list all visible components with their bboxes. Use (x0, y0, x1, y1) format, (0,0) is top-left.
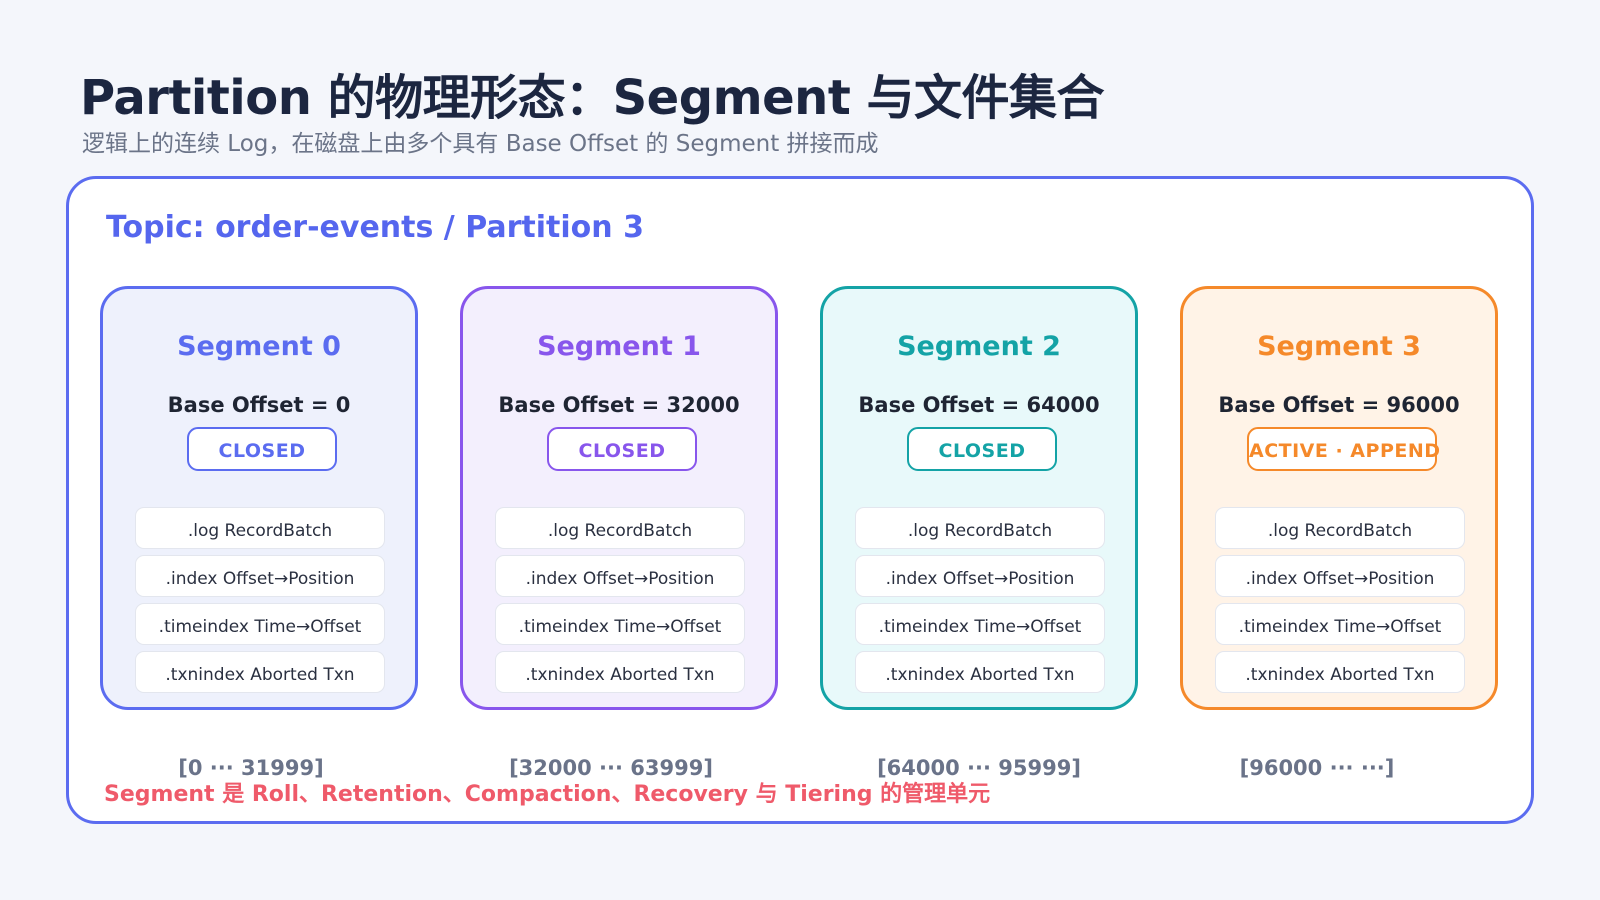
topic-title: Topic: order-events / Partition 3 (106, 210, 644, 245)
file-index: .index Offset→Position (135, 555, 385, 597)
segment-name: Segment 0 (177, 331, 341, 362)
file-timeindex: .timeindex Time→Offset (495, 603, 745, 645)
segment-card: Segment 3 Base Offset = 96000 ACTIVE · A… (1180, 286, 1498, 710)
file-log: .log RecordBatch (1215, 507, 1465, 549)
page-title: Partition 的物理形态：Segment 与文件集合 (80, 70, 1105, 126)
segment-offset-range: [0 ··· 31999] (178, 756, 324, 780)
file-log: .log RecordBatch (135, 507, 385, 549)
segment-file-list: .log RecordBatch .index Offset→Position … (855, 507, 1105, 699)
segment-card: Segment 0 Base Offset = 0 CLOSED .log Re… (100, 286, 418, 710)
segment-offset-range: [32000 ··· 63999] (509, 756, 713, 780)
segment-state-badge: CLOSED (907, 427, 1057, 471)
page-subtitle: 逻辑上的连续 Log，在磁盘上由多个具有 Base Offset 的 Segme… (82, 131, 879, 157)
file-txnindex: .txnindex Aborted Txn (495, 651, 745, 693)
segment-name: Segment 1 (537, 331, 701, 362)
segment-name: Segment 2 (897, 331, 1061, 362)
file-txnindex: .txnindex Aborted Txn (1215, 651, 1465, 693)
segment-card: Segment 1 Base Offset = 32000 CLOSED .lo… (460, 286, 778, 710)
segment-offset-range: [64000 ··· 95999] (877, 756, 1081, 780)
segment-base-offset: Base Offset = 0 (167, 393, 351, 417)
segment-file-list: .log RecordBatch .index Offset→Position … (495, 507, 745, 699)
file-index: .index Offset→Position (1215, 555, 1465, 597)
segment-card: Segment 2 Base Offset = 64000 CLOSED .lo… (820, 286, 1138, 710)
file-index: .index Offset→Position (495, 555, 745, 597)
file-txnindex: .txnindex Aborted Txn (855, 651, 1105, 693)
file-timeindex: .timeindex Time→Offset (1215, 603, 1465, 645)
footnote: Segment 是 Roll、Retention、Compaction、Reco… (104, 782, 991, 807)
file-log: .log RecordBatch (495, 507, 745, 549)
file-timeindex: .timeindex Time→Offset (135, 603, 385, 645)
segment-file-list: .log RecordBatch .index Offset→Position … (135, 507, 385, 699)
segment-state-badge: CLOSED (547, 427, 697, 471)
segment-state-badge: CLOSED (187, 427, 337, 471)
file-txnindex: .txnindex Aborted Txn (135, 651, 385, 693)
segment-file-list: .log RecordBatch .index Offset→Position … (1215, 507, 1465, 699)
segment-base-offset: Base Offset = 32000 (498, 393, 740, 417)
file-timeindex: .timeindex Time→Offset (855, 603, 1105, 645)
segment-name: Segment 3 (1257, 331, 1421, 362)
segment-offset-range: [96000 ··· ···] (1239, 756, 1395, 780)
segment-base-offset: Base Offset = 96000 (1218, 393, 1460, 417)
file-log: .log RecordBatch (855, 507, 1105, 549)
file-index: .index Offset→Position (855, 555, 1105, 597)
segment-base-offset: Base Offset = 64000 (858, 393, 1100, 417)
segment-state-badge: ACTIVE · APPEND (1247, 427, 1440, 471)
